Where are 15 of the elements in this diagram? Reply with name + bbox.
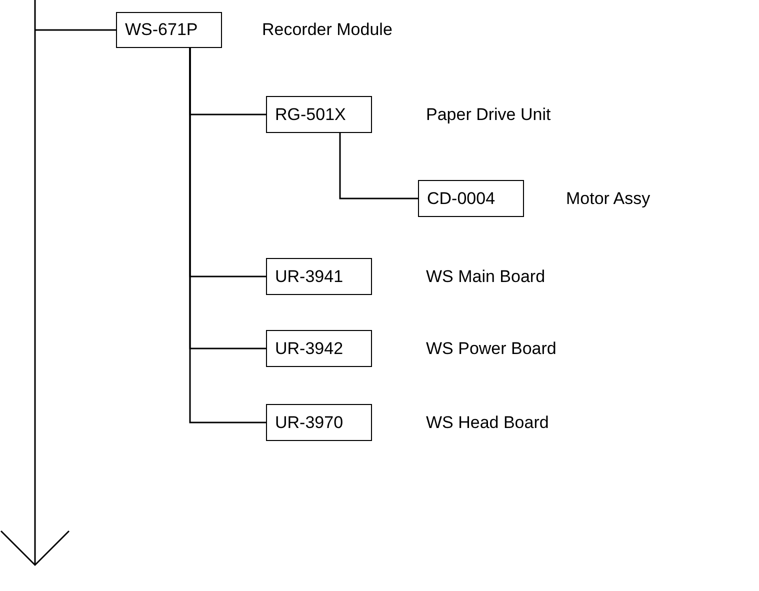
- connector-line: [189, 48, 266, 424]
- part-number-box: WS-671P: [116, 12, 222, 48]
- part-name-label: WS Power Board: [426, 338, 556, 358]
- connector-line: [339, 133, 418, 200]
- part-number-box: RG-501X: [266, 96, 372, 133]
- part-number-box: CD-0004: [418, 180, 524, 217]
- part-name-label: WS Head Board: [426, 412, 549, 432]
- part-name-label: WS Main Board: [426, 266, 546, 286]
- part-number-box: UR-3941: [266, 258, 372, 295]
- part-name-label: Motor Assy: [566, 188, 650, 208]
- part-number-box: UR-3970: [266, 404, 372, 441]
- part-name-label: Recorder Module: [262, 20, 392, 40]
- connector-line: [35, 29, 116, 31]
- part-number-box: UR-3942: [266, 330, 372, 367]
- part-name-label: Paper Drive Unit: [426, 104, 551, 124]
